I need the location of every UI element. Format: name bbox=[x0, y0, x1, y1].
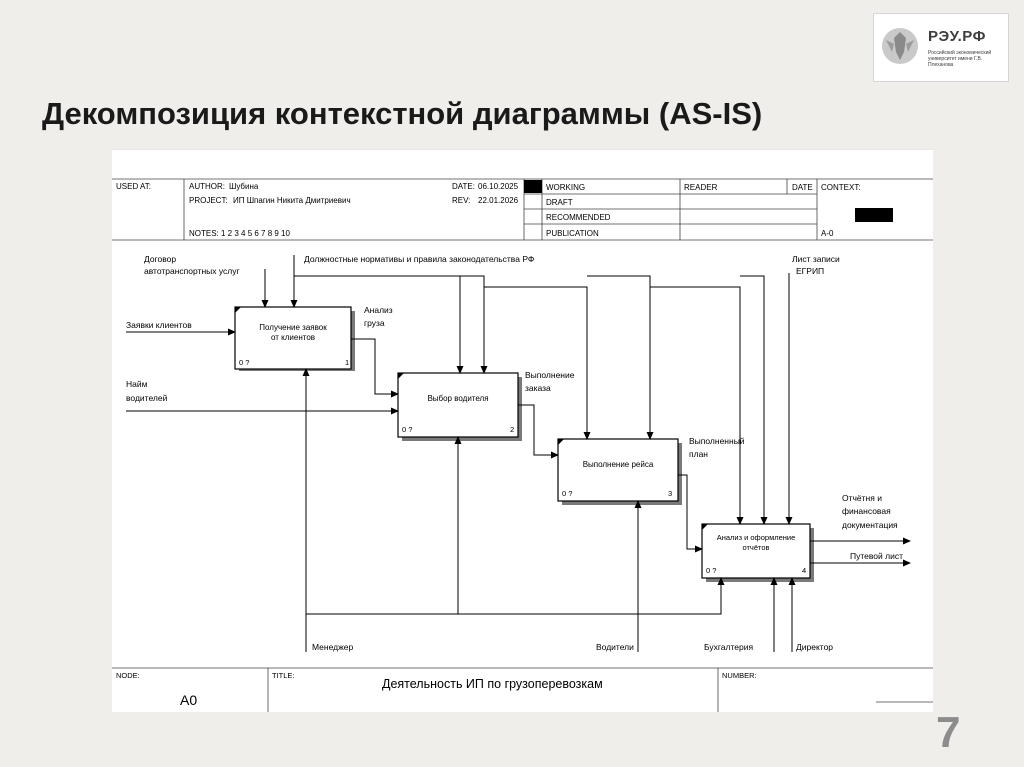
box-2-cost: 0 ? bbox=[402, 425, 412, 434]
arrow-regulations-box2b bbox=[460, 275, 488, 374]
arrow-regulations-box4b bbox=[740, 275, 768, 525]
box-4-cost: 0 ? bbox=[706, 566, 716, 575]
logo-title: РЭУ.РФ bbox=[928, 28, 986, 45]
diagram-title: Деятельность ИП по грузоперевозкам bbox=[382, 677, 603, 691]
project-label: PROJECT: bbox=[189, 196, 228, 205]
label-client-requests: Заявки клиентов bbox=[126, 320, 192, 330]
label-accounting: Бухгалтерия bbox=[704, 642, 753, 652]
project-value: ИП Шпагин Никита Дмитриевич bbox=[233, 196, 351, 205]
node-value: A0 bbox=[180, 692, 197, 708]
reader-label: READER bbox=[684, 183, 718, 192]
box-3-cost: 0 ? bbox=[562, 489, 572, 498]
arrow-regulations-box3a bbox=[484, 286, 591, 440]
status-recommended: RECOMMENDED bbox=[546, 213, 611, 222]
status-publication: PUBLICATION bbox=[546, 229, 599, 238]
box-4-title-2: отчётов bbox=[742, 543, 769, 552]
diagram-frame bbox=[112, 149, 933, 712]
label-director: Директор bbox=[796, 642, 833, 652]
author-value: Шубина bbox=[229, 182, 259, 191]
label-plan-1: Выполненный bbox=[689, 436, 745, 446]
label-hiring-2: водителей bbox=[126, 393, 168, 403]
status-working: WORKING bbox=[546, 183, 585, 192]
box-4-title: Анализ и оформление bbox=[717, 533, 796, 542]
label-order-2: заказа bbox=[525, 383, 551, 393]
node-label: NODE: bbox=[116, 671, 140, 680]
label-contract-2: автотранспортных услуг bbox=[144, 266, 240, 276]
context-thumbnail bbox=[855, 208, 893, 222]
label-plan-2: план bbox=[689, 449, 708, 459]
box-2-number: 2 bbox=[510, 425, 514, 434]
slide-title: Декомпозиция контекстной диаграммы (AS-I… bbox=[42, 96, 763, 131]
author-label: AUTHOR: bbox=[189, 182, 225, 191]
arrow-regulations-box4a bbox=[650, 286, 744, 525]
logo-subtitle: Российский экономический университет име… bbox=[928, 50, 992, 68]
arrow-order-execution bbox=[518, 404, 559, 459]
label-reports-3: документация bbox=[842, 520, 898, 530]
label-drivers: Водители bbox=[596, 642, 634, 652]
reader-date-label: DATE bbox=[792, 183, 813, 192]
arrow-drivers-box2 bbox=[454, 436, 638, 615]
rev-label: REV: bbox=[452, 196, 470, 205]
label-manager: Менеджер bbox=[312, 642, 354, 652]
activity-box-4: Анализ и оформление отчётов 0 ? 4 bbox=[701, 523, 814, 582]
activity-box-1: Получение заявок от клиентов 0 ? 1 bbox=[234, 306, 355, 371]
title-label: TITLE: bbox=[272, 671, 295, 680]
label-hiring-1: Найм bbox=[126, 379, 148, 389]
working-status-marker bbox=[524, 180, 542, 193]
label-cargo-2: груза bbox=[364, 318, 385, 328]
status-draft: DRAFT bbox=[546, 198, 573, 207]
box-1-number: 1 bbox=[345, 358, 349, 367]
label-contract-1: Договор bbox=[144, 254, 176, 264]
idef0-diagram: USED AT: AUTHOR: Шубина PROJECT: ИП Шпаг… bbox=[112, 149, 933, 712]
label-reports-2: финансовая bbox=[842, 506, 891, 516]
box-1-cost: 0 ? bbox=[239, 358, 249, 367]
label-egrip-1: Лист записи bbox=[792, 254, 840, 264]
label-order-1: Выполнение bbox=[525, 370, 575, 380]
label-cargo-1: Анализ bbox=[364, 305, 393, 315]
context-node: A-0 bbox=[821, 229, 834, 238]
box-3-number: 3 bbox=[668, 489, 672, 498]
arrow-regulations-box3b bbox=[587, 275, 654, 440]
box-1-title-2: от клиентов bbox=[271, 333, 315, 342]
label-reports-1: Отчётня и bbox=[842, 493, 882, 503]
box-1-title: Получение заявок bbox=[259, 323, 327, 332]
date-label: DATE: bbox=[452, 182, 475, 191]
box-3-title: Выполнение рейса bbox=[583, 460, 654, 469]
used-at-label: USED AT: bbox=[116, 182, 151, 191]
university-logo: РЭУ.РФ Российский экономический универси… bbox=[873, 13, 1009, 82]
footer-block bbox=[112, 667, 933, 712]
coat-of-arms-icon bbox=[882, 28, 918, 64]
arrow-completed-plan bbox=[678, 474, 703, 553]
page-number: 7 bbox=[936, 708, 961, 757]
arrow-network bbox=[126, 255, 911, 652]
notes-label: NOTES: 1 2 3 4 5 6 7 8 9 10 bbox=[189, 229, 291, 238]
activity-box-3: Выполнение рейса 0 ? 3 bbox=[557, 438, 682, 505]
arrow-manager-box4 bbox=[306, 577, 725, 615]
number-label: NUMBER: bbox=[722, 671, 757, 680]
activity-box-2: Выбор водителя 0 ? 2 bbox=[397, 372, 522, 441]
label-waybill: Путевой лист bbox=[850, 551, 903, 561]
label-egrip-2: ЕГРИП bbox=[796, 266, 824, 276]
date-value: 06.10.2025 bbox=[478, 182, 519, 191]
arrow-cargo-analysis bbox=[351, 338, 399, 398]
label-regulations: Должностные нормативы и правила законода… bbox=[304, 254, 534, 264]
box-4-number: 4 bbox=[802, 566, 806, 575]
context-label: CONTEXT: bbox=[821, 183, 861, 192]
rev-value: 22.01.2026 bbox=[478, 196, 519, 205]
box-2-title: Выбор водителя bbox=[427, 394, 488, 403]
